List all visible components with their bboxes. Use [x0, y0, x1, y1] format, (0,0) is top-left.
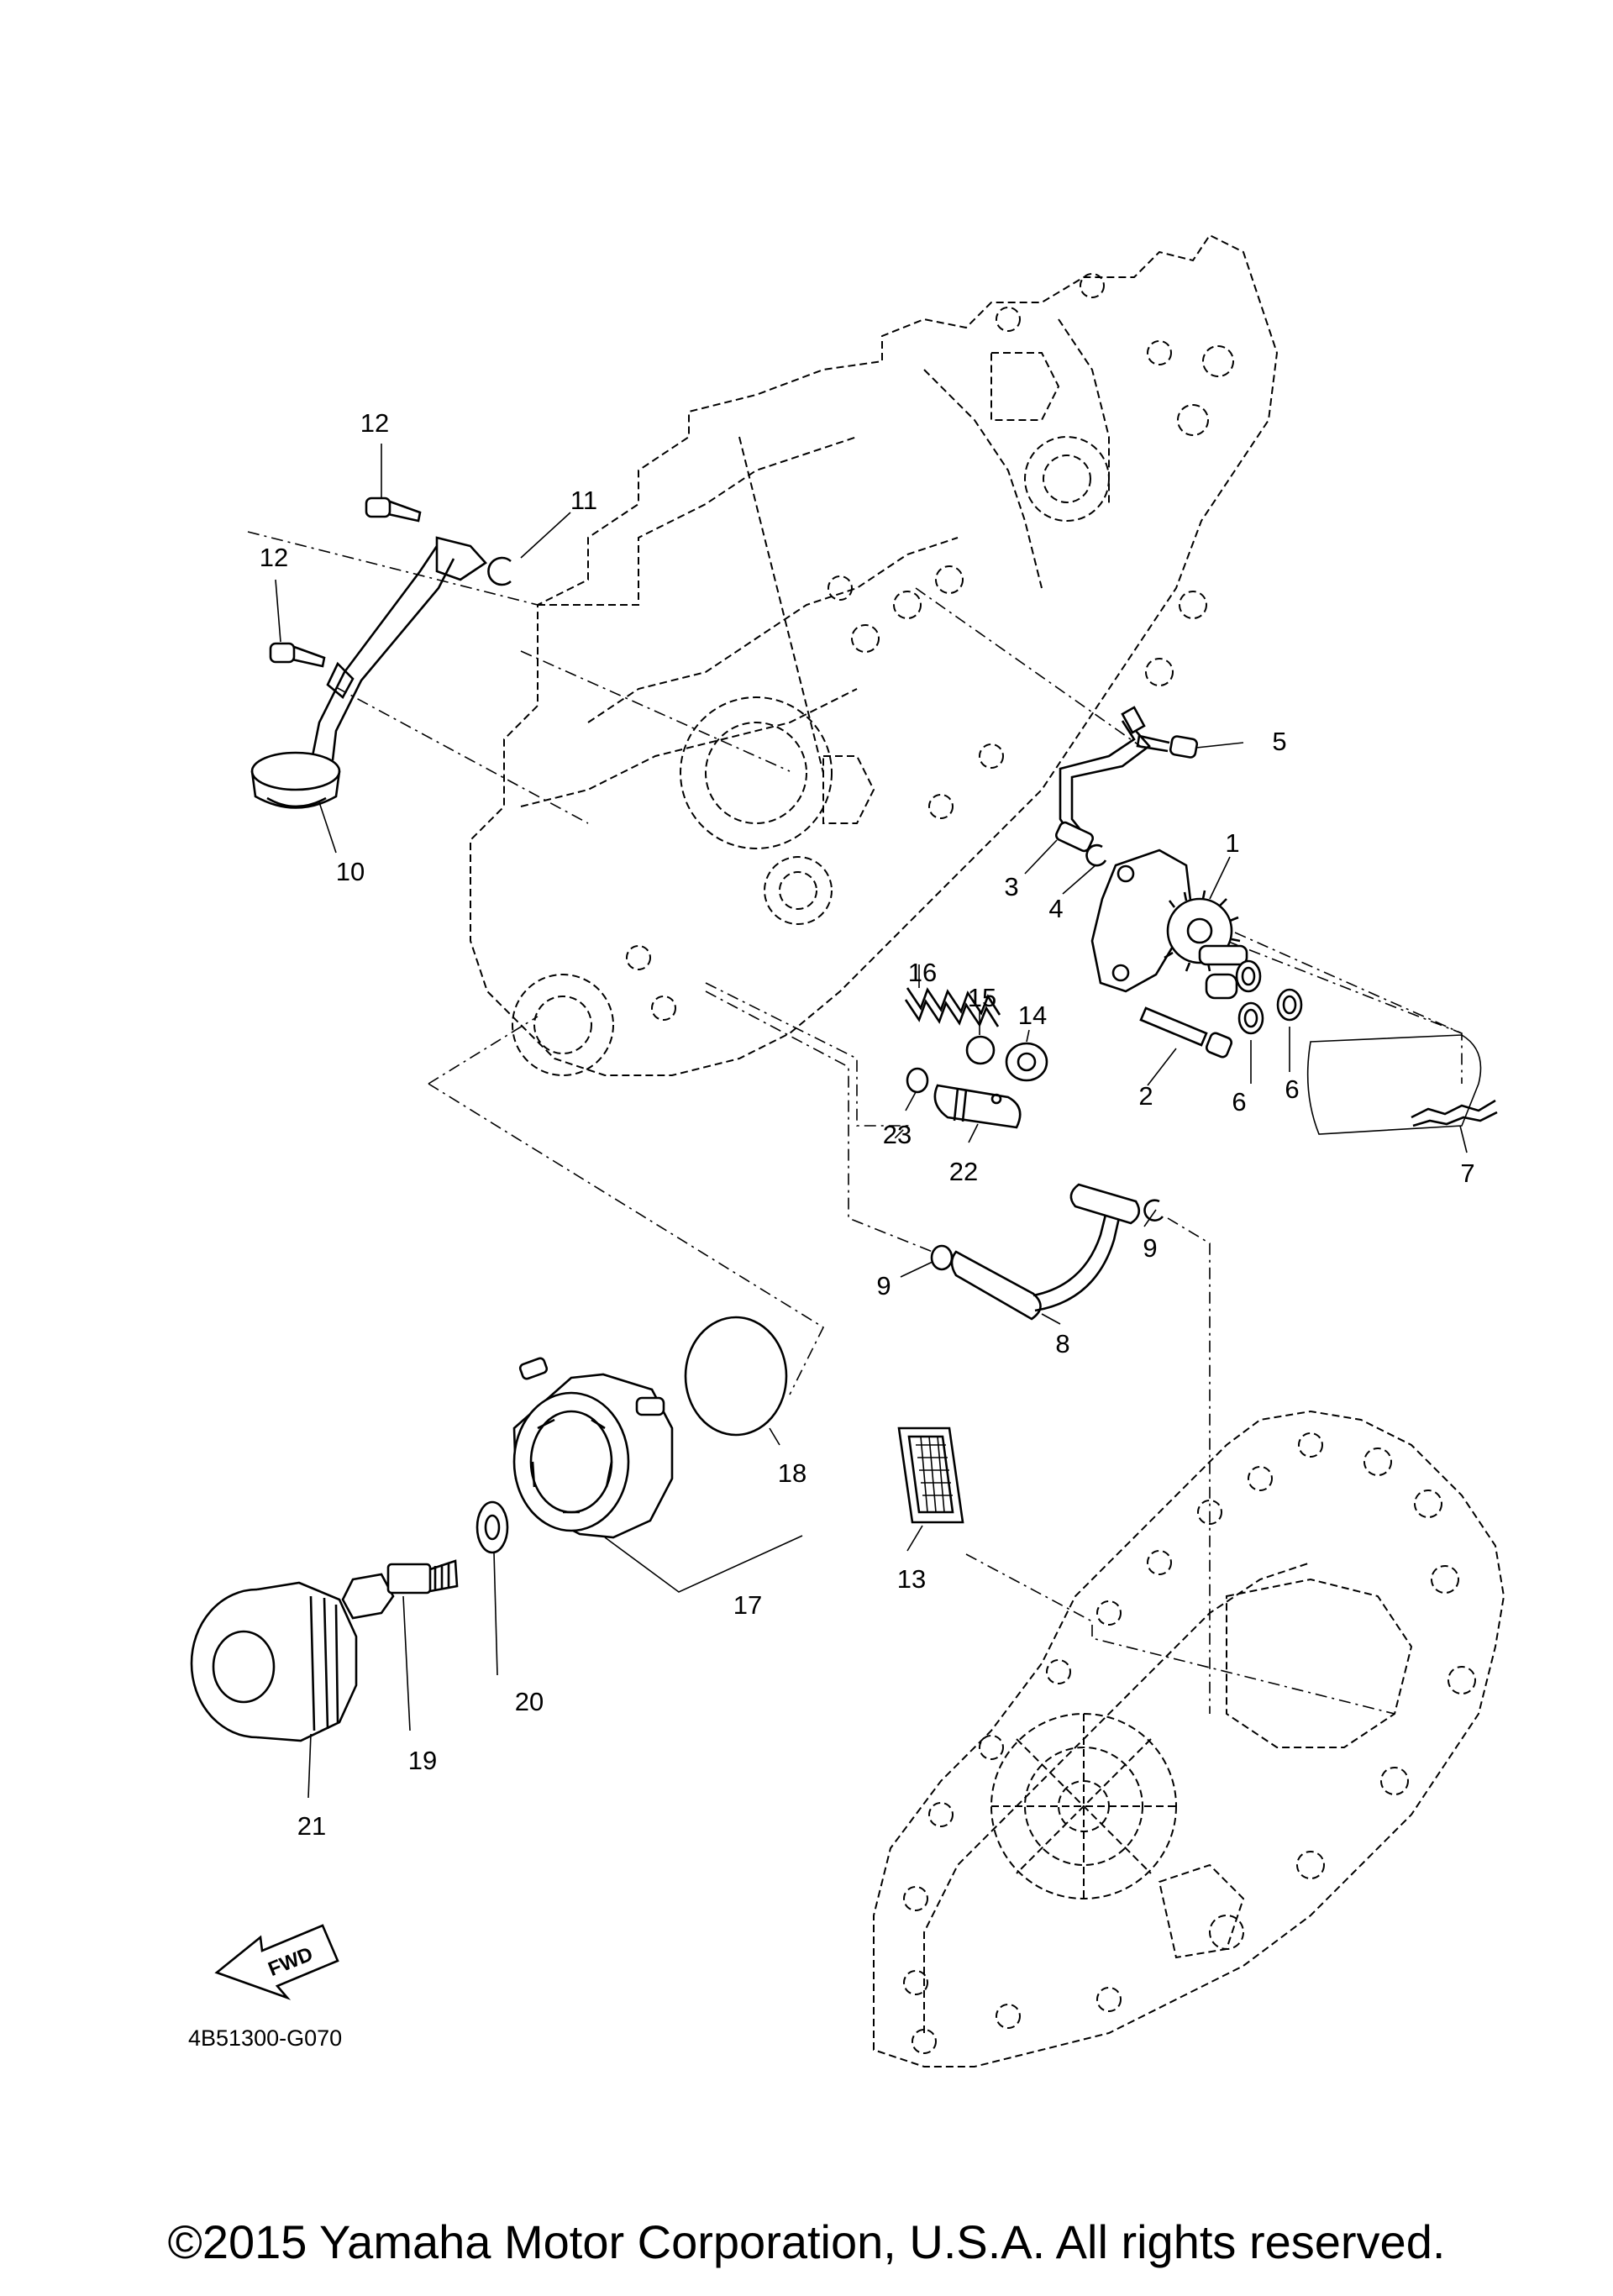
part-16-spring[interactable]	[904, 987, 1001, 1027]
callout-17[interactable]: 17	[733, 1590, 762, 1620]
callout-6b[interactable]: 6	[1285, 1074, 1299, 1104]
part-6-o-ring-c[interactable]	[1237, 1001, 1264, 1035]
callout-5[interactable]: 5	[1272, 727, 1286, 756]
callout-4[interactable]: 4	[1048, 894, 1063, 923]
part-12-bolt-upper[interactable]	[365, 497, 422, 523]
callout-15[interactable]: 15	[968, 983, 996, 1012]
left-crankcase-outline	[470, 234, 1279, 1076]
part-17-bracket	[604, 1535, 803, 1593]
assembly-lines	[247, 531, 1463, 1715]
callout-13[interactable]: 13	[897, 1564, 926, 1594]
diagram-code: 4B51300-G070	[188, 2025, 342, 2051]
callout-19[interactable]: 19	[408, 1746, 437, 1775]
part-22-relief-valve[interactable]	[933, 1084, 1022, 1129]
part-15-relief-ball[interactable]	[965, 1035, 996, 1065]
callout-9b[interactable]: 9	[1143, 1233, 1157, 1263]
part-20-washer[interactable]	[475, 1500, 509, 1554]
part-21-oil-filter[interactable]	[190, 1581, 358, 1742]
part-4-o-ring[interactable]	[1085, 843, 1107, 867]
part-18-o-ring[interactable]	[684, 1316, 788, 1437]
callout-1[interactable]: 1	[1225, 828, 1239, 858]
callout-14[interactable]: 14	[1018, 1001, 1047, 1030]
callout-8[interactable]: 8	[1055, 1329, 1069, 1358]
part-19-union-bolt[interactable]	[341, 1559, 459, 1620]
part-7-chain[interactable]	[1306, 1034, 1498, 1135]
callout-22[interactable]: 22	[949, 1157, 978, 1186]
fwd-arrow-icon: FWD	[214, 1924, 339, 2000]
part-17-oil-cooler[interactable]	[512, 1357, 674, 1539]
callout-9a[interactable]: 9	[876, 1271, 891, 1300]
callout-16[interactable]: 16	[908, 958, 937, 987]
leader-lines	[275, 444, 1468, 1799]
part-8-oil-pipe[interactable]	[950, 1183, 1141, 1321]
part-6-o-ring-b[interactable]	[1276, 988, 1303, 1022]
right-crankcase-outline	[873, 1410, 1505, 2067]
callout-12b[interactable]: 12	[260, 543, 288, 572]
callout-10[interactable]: 10	[336, 857, 365, 886]
part-12-bolt-lower[interactable]	[269, 642, 326, 668]
callout-23[interactable]: 23	[883, 1120, 912, 1149]
part-5-bolt[interactable]	[1136, 734, 1199, 759]
callout-6a[interactable]: 6	[1232, 1087, 1246, 1116]
callout-20[interactable]: 20	[515, 1687, 544, 1716]
callout-12a[interactable]: 12	[360, 408, 389, 438]
part-13-oil-strainer-screen[interactable]	[897, 1426, 964, 1524]
part-1-oil-pump[interactable]	[1090, 849, 1248, 1000]
part-6-o-ring-a[interactable]	[1235, 959, 1262, 993]
part-10-oil-strainer[interactable]	[250, 536, 487, 809]
part-2-bolt[interactable]	[1139, 1006, 1233, 1059]
part-14-collar[interactable]	[1005, 1042, 1048, 1082]
callout-18[interactable]: 18	[778, 1458, 806, 1488]
callouts: 1 2 3 4 5 6 6 7 8 9 9 10 11 12 12 13 14 …	[260, 408, 1475, 1841]
callout-11[interactable]: 11	[570, 486, 597, 515]
callout-7[interactable]: 7	[1460, 1159, 1474, 1188]
part-9-o-ring-left[interactable]	[930, 1244, 954, 1271]
callout-21[interactable]: 21	[297, 1811, 326, 1841]
copyright-notice: ©2015 Yamaha Motor Corporation, U.S.A. A…	[168, 2215, 1446, 2268]
part-3-oil-pipe[interactable]	[1054, 706, 1151, 853]
part-23-o-ring[interactable]	[906, 1067, 929, 1094]
callout-3[interactable]: 3	[1004, 872, 1018, 901]
callout-2[interactable]: 2	[1138, 1081, 1153, 1111]
part-11-o-ring[interactable]	[487, 556, 512, 586]
part-9-o-ring-right[interactable]	[1143, 1199, 1164, 1222]
